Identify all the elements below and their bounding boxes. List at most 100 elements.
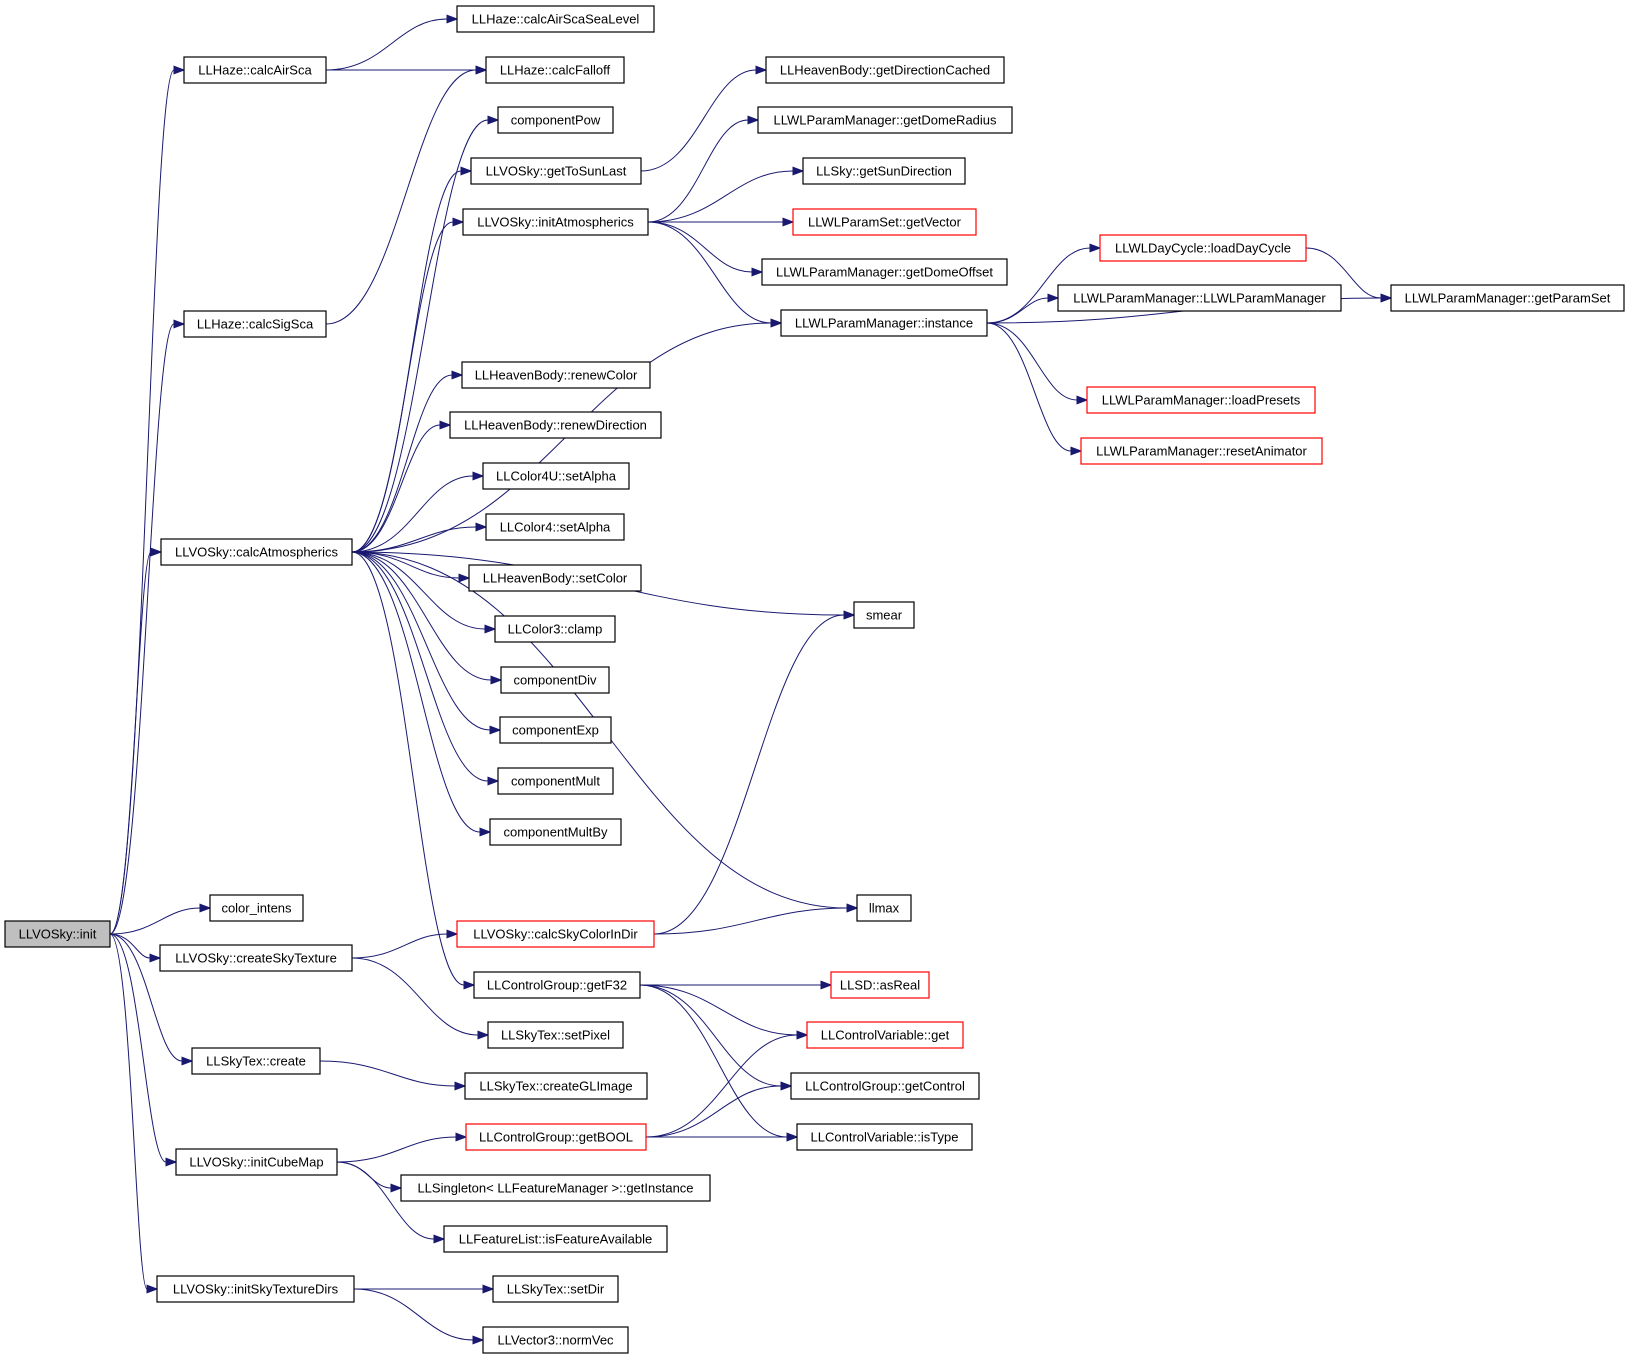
arrowhead-calcSigSca-to-calcFalloff: [475, 65, 488, 75]
function-node-loadDayCycle[interactable]: LLWLDayCycle::loadDayCycle: [1099, 234, 1307, 262]
node-box: [160, 538, 353, 566]
node-label: LLWLParamManager::getParamSet: [1405, 291, 1611, 306]
function-node-getDomeRadius[interactable]: LLWLParamManager::getDomeRadius: [757, 106, 1013, 134]
function-node-getBOOL[interactable]: LLControlGroup::getBOOL: [465, 1123, 647, 1151]
function-node-normVec[interactable]: LLVector3::normVec: [482, 1326, 629, 1354]
node-label: LLControlGroup::getControl: [805, 1079, 965, 1094]
function-node-getToSunLast[interactable]: LLVOSky::getToSunLast: [470, 157, 642, 185]
function-node-calcAirSca[interactable]: LLHaze::calcAirSca: [183, 56, 327, 84]
node-box: [482, 462, 630, 490]
function-node-componentMultBy[interactable]: componentMultBy: [489, 818, 622, 846]
edge-skyTexCreate-to-createGLImage: [319, 1060, 456, 1087]
arrowhead-calcAtmospherics-to-componentDiv: [490, 675, 503, 685]
function-node-calcFalloff[interactable]: LLHaze::calcFalloff: [485, 56, 625, 84]
function-node-isFeatureAvailable[interactable]: LLFeatureList::isFeatureAvailable: [443, 1225, 668, 1253]
function-node-setDir[interactable]: LLSkyTex::setDir: [492, 1275, 619, 1303]
node-box: [473, 971, 641, 999]
arrowhead-calcAtmospherics-to-renewDirection: [439, 420, 452, 430]
arrowhead-getToSunLast-to-getDirectionCached: [755, 65, 768, 75]
edge-calcAirSca-to-calcAirScaSeaLevel: [325, 18, 448, 71]
function-node-getVector[interactable]: LLWLParamSet::getVector: [792, 208, 977, 236]
root-node-box: [4, 920, 111, 948]
function-node-skyTexCreate[interactable]: LLSkyTex::create: [191, 1047, 321, 1075]
function-node-componentMult[interactable]: componentMult: [497, 767, 614, 795]
arrowhead-initAtmospherics-to-instance: [770, 318, 783, 328]
function-node-smear[interactable]: smear: [853, 601, 915, 629]
node-box: [499, 716, 612, 744]
node-label: smear: [866, 608, 903, 623]
function-node-initSkyTextureDirs[interactable]: LLVOSky::initSkyTextureDirs: [156, 1275, 355, 1303]
node-box: [456, 920, 655, 948]
function-node-getDirectionCached[interactable]: LLHeavenBody::getDirectionCached: [765, 56, 1005, 84]
node-label: LLSkyTex::createGLImage: [479, 1079, 632, 1094]
function-node-resetAnimator[interactable]: LLWLParamManager::resetAnimator: [1080, 437, 1323, 465]
edge-createSkyTexture-to-setPixel: [351, 957, 479, 1036]
arrowhead-calcAtmospherics-to-clamp: [484, 624, 497, 634]
function-node-getControl[interactable]: LLControlGroup::getControl: [790, 1072, 980, 1100]
function-node-getInstance[interactable]: LLSingleton< LLFeatureManager >::getInst…: [400, 1174, 711, 1202]
arrowhead-calcAtmospherics-to-getF32: [463, 980, 476, 990]
function-node-componentDiv[interactable]: componentDiv: [500, 666, 610, 694]
node-label: LLHaze::calcSigSca: [197, 317, 314, 332]
function-node-setPixel[interactable]: LLSkyTex::setPixel: [487, 1021, 624, 1049]
function-node-calcAirScaSeaLevel[interactable]: LLHaze::calcAirScaSeaLevel: [456, 5, 655, 33]
function-node-isType[interactable]: LLControlVariable::isType: [796, 1123, 973, 1151]
node-label: LLVector3::normVec: [497, 1333, 614, 1348]
function-node-getParamSet[interactable]: LLWLParamManager::getParamSet: [1390, 284, 1625, 312]
node-label: color_intens: [221, 901, 292, 916]
arrowhead-calcSkyColorInDir-to-smear: [843, 610, 856, 620]
arrowhead-initSkyTextureDirs-to-setDir: [482, 1284, 495, 1294]
node-label: LLVOSky::initSkyTextureDirs: [173, 1282, 339, 1297]
function-node-componentExp[interactable]: componentExp: [499, 716, 612, 744]
node-box: [191, 1047, 321, 1075]
edge-calcAtmospherics-to-color4uSetAlpha: [351, 475, 474, 553]
edge-init-to-initSkyTextureDirs: [109, 933, 148, 1290]
arrowhead-init-to-initCubeMap: [165, 1157, 178, 1167]
function-node-llmax[interactable]: llmax: [856, 894, 912, 922]
node-label: LLControlVariable::isType: [811, 1130, 959, 1145]
node-box: [464, 1072, 648, 1100]
function-node-calcSigSca[interactable]: LLHaze::calcSigSca: [183, 310, 327, 338]
node-box: [765, 56, 1005, 84]
node-label: LLSingleton< LLFeatureManager >::getInst…: [417, 1181, 693, 1196]
edge-instance-to-ctor: [986, 297, 1049, 324]
function-node-loadPresets[interactable]: LLWLParamManager::loadPresets: [1086, 386, 1316, 414]
function-node-componentPow[interactable]: componentPow: [497, 106, 614, 134]
function-node-getF32[interactable]: LLControlGroup::getF32: [473, 971, 641, 999]
function-node-ctor[interactable]: LLWLParamManager::LLWLParamManager: [1057, 284, 1342, 312]
edge-instance-to-loadPresets: [986, 322, 1078, 401]
function-node-calcAtmospherics[interactable]: LLVOSky::calcAtmospherics: [160, 538, 353, 566]
arrowhead-initAtmospherics-to-getVector: [782, 217, 795, 227]
function-node-colorIntens[interactable]: color_intens: [209, 894, 304, 922]
function-node-cvGet[interactable]: LLControlVariable::get: [806, 1021, 964, 1049]
node-label: LLVOSky::initCubeMap: [189, 1155, 323, 1170]
arrowhead-initSkyTextureDirs-to-normVec: [472, 1335, 485, 1345]
edge-calcAtmospherics-to-clamp: [351, 551, 486, 630]
function-node-setColor[interactable]: LLHeavenBody::setColor: [468, 564, 642, 592]
function-node-calcSkyColorInDir[interactable]: LLVOSky::calcSkyColorInDir: [456, 920, 655, 948]
function-node-createSkyTexture[interactable]: LLVOSky::createSkyTexture: [159, 944, 353, 972]
node-box: [465, 1123, 647, 1151]
function-node-createGLImage[interactable]: LLSkyTex::createGLImage: [464, 1072, 648, 1100]
function-node-initAtmospherics[interactable]: LLVOSky::initAtmospherics: [462, 208, 649, 236]
edge-initCubeMap-to-isFeatureAvailable: [336, 1161, 435, 1240]
function-node-color4uSetAlpha[interactable]: LLColor4U::setAlpha: [482, 462, 630, 490]
node-box: [485, 56, 625, 84]
function-node-renewColor[interactable]: LLHeavenBody::renewColor: [461, 361, 651, 389]
node-box: [175, 1148, 338, 1176]
function-node-getDomeOffset[interactable]: LLWLParamManager::getDomeOffset: [761, 258, 1008, 286]
function-node-initCubeMap[interactable]: LLVOSky::initCubeMap: [175, 1148, 338, 1176]
arrowhead-initCubeMap-to-isFeatureAvailable: [433, 1234, 446, 1244]
function-node-getSunDirection[interactable]: LLSky::getSunDirection: [802, 157, 966, 185]
arrowhead-createSkyTexture-to-setPixel: [477, 1030, 490, 1040]
function-node-clamp[interactable]: LLColor3::clamp: [494, 615, 616, 643]
function-node-instance[interactable]: LLWLParamManager::instance: [780, 309, 988, 337]
function-node-init[interactable]: LLVOSky::init: [4, 920, 111, 948]
function-node-renewDirection[interactable]: LLHeavenBody::renewDirection: [449, 411, 662, 439]
function-node-color4SetAlpha[interactable]: LLColor4::setAlpha: [485, 513, 625, 541]
edge-instance-to-loadDayCycle: [986, 247, 1091, 324]
node-label: LLVOSky::init: [19, 927, 97, 942]
function-node-asReal[interactable]: LLSD::asReal: [830, 971, 930, 999]
node-label: LLVOSky::initAtmospherics: [477, 215, 634, 230]
node-box: [790, 1072, 980, 1100]
